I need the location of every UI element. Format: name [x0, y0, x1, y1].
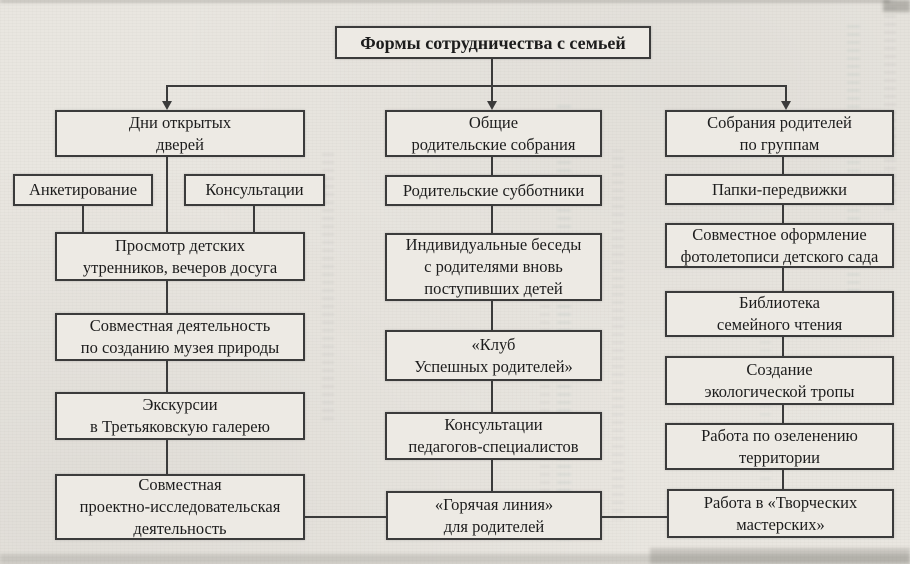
node-individual-talks: Индивидуальные беседы с родителями вновь…	[385, 233, 602, 301]
node-project-research-activity: Совместная проектно-исследовательская де…	[55, 474, 305, 540]
bleed-through-artifact	[557, 100, 571, 540]
node-ecological-trail: Создание экологической тропы	[665, 356, 894, 405]
connector	[491, 157, 493, 175]
node-mobile-folders: Папки-передвижки	[665, 174, 894, 205]
node-creative-workshops: Работа в «Творческих мастерских»	[667, 489, 894, 538]
connector	[166, 157, 168, 232]
connector	[82, 206, 84, 232]
scan-edge-top	[0, 0, 890, 2]
connector-title-down	[491, 58, 493, 86]
connector-branch-left	[166, 85, 168, 102]
scan-edge-bottom	[0, 554, 910, 564]
connector-branch-middle	[491, 85, 493, 102]
scan-corner-mark	[650, 548, 910, 564]
connector-branch-horizontal	[166, 85, 787, 87]
node-tretyakov-excursions: Экскурсии в Третьяковскую галерею	[55, 392, 305, 440]
connector	[491, 381, 493, 412]
connector	[253, 206, 255, 232]
connector-bottom-right	[602, 516, 667, 518]
node-days-open-doors: Дни открытых дверей	[55, 110, 305, 157]
connector-branch-right	[785, 85, 787, 102]
connector	[166, 361, 168, 392]
node-group-parent-meetings: Собрания родителей по группам	[665, 110, 894, 157]
connector	[782, 205, 784, 223]
connector	[782, 157, 784, 174]
connector-bottom-left	[305, 516, 386, 518]
arrow-down-icon	[487, 101, 497, 110]
connector	[782, 268, 784, 291]
node-territory-greening: Работа по озеленению территории	[665, 423, 894, 470]
connector	[782, 337, 784, 356]
connector	[491, 460, 493, 491]
node-questionnaire: Анкетирование	[13, 174, 153, 206]
node-general-parent-meetings: Общие родительские собрания	[385, 110, 602, 157]
connector	[491, 301, 493, 330]
connector	[782, 470, 784, 489]
connector	[491, 206, 493, 233]
node-consultations: Консультации	[184, 174, 325, 206]
arrow-down-icon	[162, 101, 172, 110]
scan-corner-mark	[883, 0, 910, 12]
node-matinees-viewing: Просмотр детских утренников, вечеров дос…	[55, 232, 305, 281]
node-parent-subbotniks: Родительские субботники	[385, 175, 602, 206]
node-nature-museum-activity: Совместная деятельность по созданию музе…	[55, 313, 305, 361]
arrow-down-icon	[781, 101, 791, 110]
connector	[782, 405, 784, 423]
node-photo-chronicle: Совместное оформление фотолетописи детск…	[665, 223, 894, 268]
node-family-reading-library: Библиотека семейного чтения	[665, 291, 894, 337]
node-successful-parents-club: «Клуб Успешных родителей»	[385, 330, 602, 381]
node-title: Формы сотрудничества с семьей	[335, 26, 651, 59]
node-hotline: «Горячая линия» для родителей	[386, 491, 602, 540]
connector	[166, 440, 168, 474]
bleed-through-artifact	[612, 150, 624, 520]
node-specialist-consultations: Консультации педагогов-специалистов	[385, 412, 602, 460]
connector	[166, 281, 168, 313]
